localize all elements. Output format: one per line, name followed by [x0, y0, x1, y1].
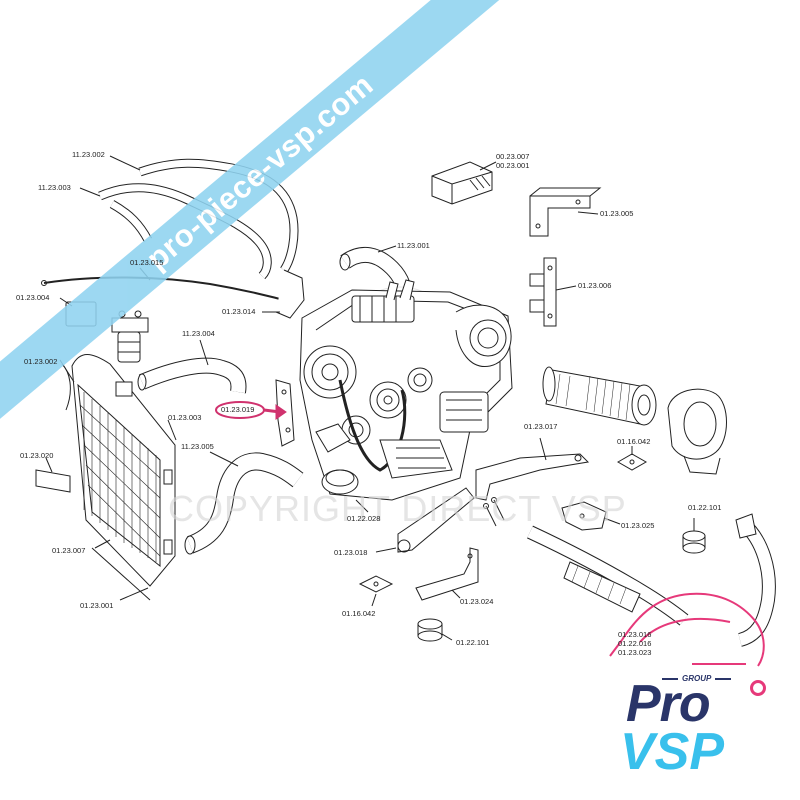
bracket-01-23-005	[529, 187, 602, 237]
radiator	[59, 354, 176, 601]
label-01-23-001: 01.23.001	[80, 601, 114, 610]
label-01-22-101-right: 01.22.101	[688, 503, 722, 512]
logo-vsp-text: VSP	[620, 723, 725, 781]
brand-logo: GROUP Pro VSP	[612, 668, 792, 784]
copyright-watermark: COPYRIGHT DIRECT VSP	[168, 488, 627, 529]
label-01-23-023: 01.23.023	[618, 648, 652, 657]
label-group-exhaust: 01.23.016 01.22.016 01.23.023	[618, 630, 651, 657]
bracket-01-23-024	[415, 547, 479, 601]
hose-11-23-005	[184, 451, 304, 555]
bracket-01-23-006	[529, 257, 577, 327]
label-11-23-001: 11.23.001	[397, 241, 430, 250]
logo-car-outline	[609, 592, 765, 667]
label-01-23-003: 01.23.003	[168, 413, 202, 422]
label-01-22-101-lower: 01.22.101	[456, 638, 490, 647]
bracket-01-23-020	[35, 457, 71, 493]
label-11-23-003: 11.23.003	[38, 183, 71, 192]
label-01-23-025: 01.23.025	[621, 521, 655, 530]
label-00-23-001: 00.23.001	[496, 161, 530, 170]
label-01-23-016: 01.23.016	[618, 630, 652, 639]
label-00-23-007: 00.23.007	[496, 152, 530, 161]
label-01-23-024: 01.23.024	[460, 597, 494, 606]
label-01-23-004: 01.23.004	[16, 293, 50, 302]
label-01-23-006: 01.23.006	[578, 281, 612, 290]
engine-block	[299, 279, 513, 513]
label-01-23-020: 01.23.020	[20, 451, 54, 460]
label-01-23-018: 01.23.018	[334, 548, 368, 557]
logo-pro-text: Pro	[626, 675, 711, 733]
label-01-23-007: 01.23.007	[52, 546, 86, 555]
fuel-filter	[111, 310, 149, 363]
bracket-01-23-017	[475, 437, 590, 501]
label-11-23-005: 11.23.005	[181, 442, 214, 451]
label-01-23-017: 01.23.017	[524, 422, 558, 431]
relay-box	[431, 161, 497, 205]
label-01-23-019: 01.23.019	[221, 405, 255, 414]
bracket-01-23-019	[215, 379, 295, 447]
label-01-23-002: 01.23.002	[24, 357, 58, 366]
mount-pad-lower	[358, 575, 394, 607]
bracket-01-23-014	[262, 269, 305, 319]
label-01-23-015: 01.23.015	[130, 258, 164, 267]
air-filter	[542, 366, 727, 475]
label-group-relay: 00.23.007 00.23.001	[496, 152, 529, 170]
bracket-01-23-025	[561, 501, 621, 531]
mount-pad-upper	[616, 446, 648, 471]
label-11-23-004: 11.23.004	[182, 329, 215, 338]
label-01-23-014: 01.23.014	[222, 307, 256, 316]
exhaust-pipe	[527, 513, 776, 647]
bolts	[483, 497, 505, 527]
logo-group-text: GROUP	[682, 674, 712, 683]
rubber-mount-right	[682, 518, 706, 554]
bracket-01-23-018	[375, 487, 475, 553]
rubber-mount-lower	[417, 618, 453, 642]
label-01-22-028: 01.22.028	[347, 514, 381, 523]
label-01-22-016: 01.22.016	[618, 639, 652, 648]
logo-badge-dot	[750, 680, 766, 696]
label-01-16-042-upper: 01.16.042	[617, 437, 651, 446]
label-11-23-002: 11.23.002	[72, 150, 105, 159]
hose-11-23-004	[137, 339, 247, 394]
label-01-23-005: 01.23.005	[600, 209, 634, 218]
label-01-16-042-lower: 01.16.042	[342, 609, 376, 618]
